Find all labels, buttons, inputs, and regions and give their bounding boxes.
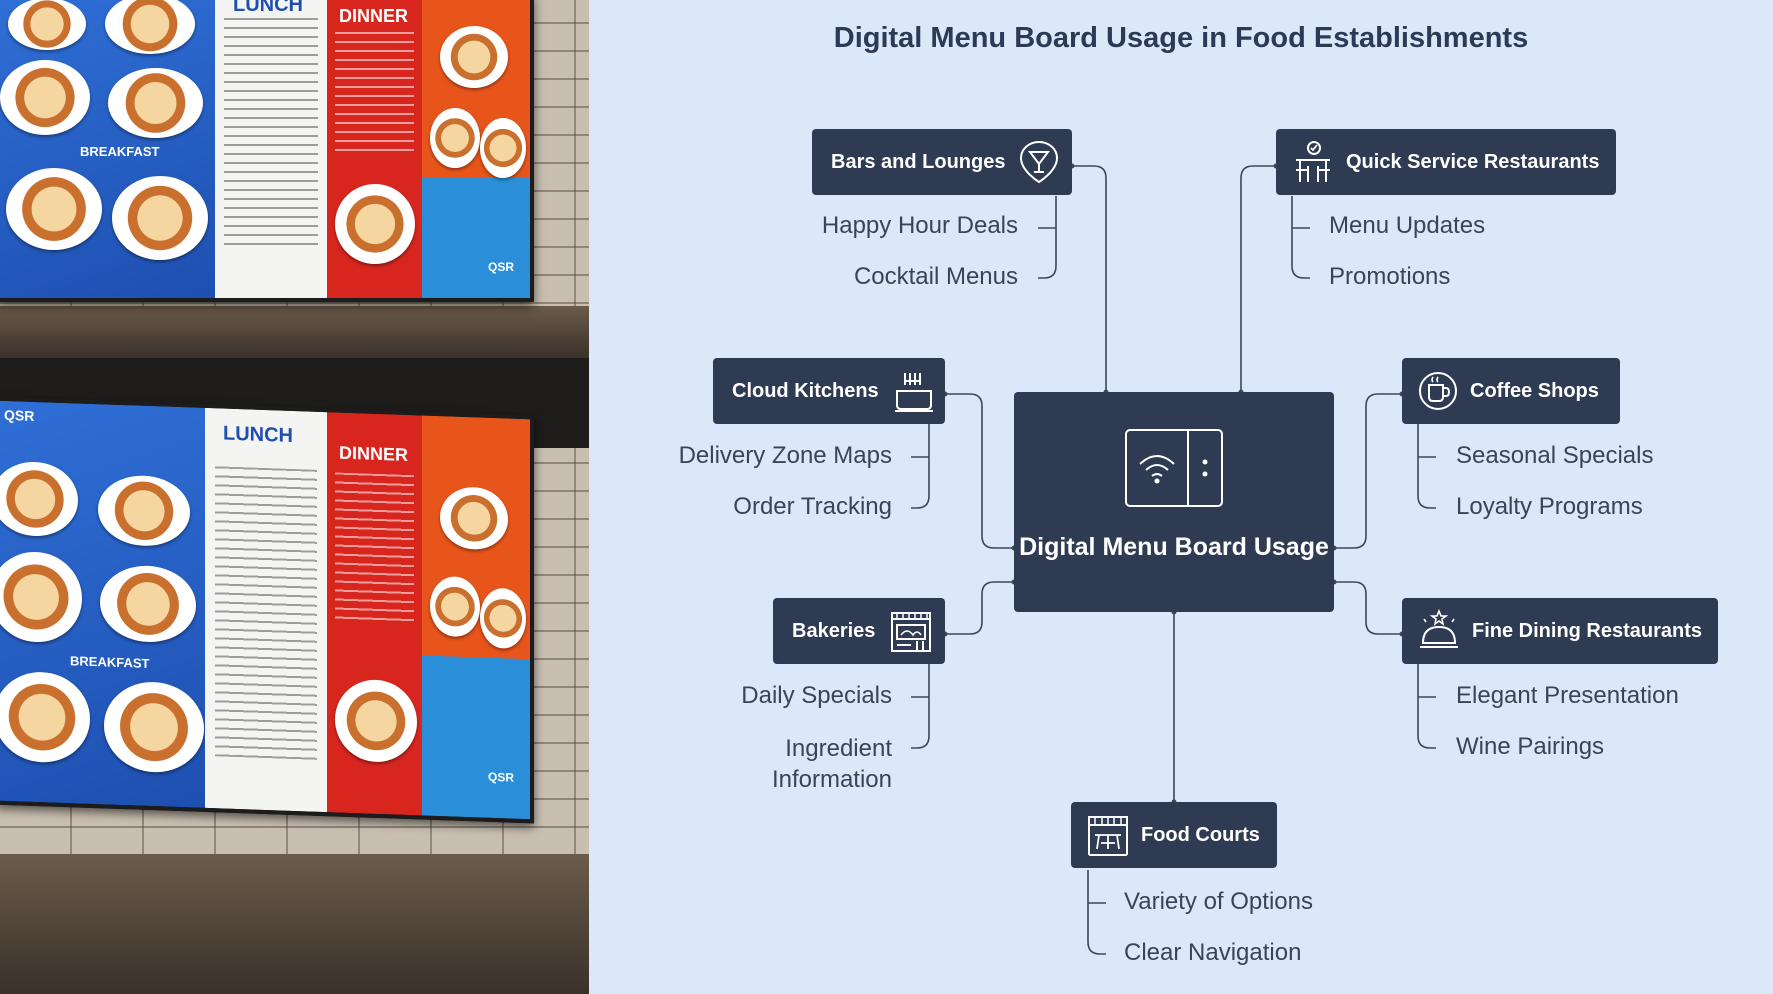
menu-board-photo-top: BREAKFAST LUNCH DINNER QSR [0, 0, 589, 358]
menu-board-screen: BREAKFAST LUNCH DINNER QSR [0, 0, 534, 302]
bracket-cloud [911, 424, 930, 509]
page-title: Digital Menu Board Usage in Food Establi… [833, 22, 1529, 54]
node-fine-dining-restaurants[interactable]: Fine Dining Restaurants [1402, 598, 1718, 664]
list-item: Seasonal Specials [1456, 442, 1654, 469]
node-quick-service-restaurants[interactable]: Quick Service Restaurants [1276, 129, 1616, 195]
breakfast-label: BREAKFAST [80, 144, 160, 159]
connector-fine [1334, 581, 1402, 635]
list-item: Loyalty Programs [1456, 493, 1643, 520]
central-topic-node: Digital Menu Board Usage [1014, 392, 1334, 612]
service-counter-icon [1296, 141, 1330, 182]
cocktail-icon [1020, 140, 1059, 184]
node-label: Quick Service Restaurants [1346, 150, 1600, 173]
list-item: Menu Updates [1329, 212, 1486, 239]
node-bakeries[interactable]: Bakeries [773, 598, 945, 664]
bracket-food-courts [1087, 870, 1106, 955]
connector-coffee [1334, 393, 1402, 549]
bracket-fine [1417, 664, 1436, 749]
bracket-bakeries [911, 664, 930, 749]
lunch-label: LUNCH [233, 0, 303, 16]
central-topic-label: Digital Menu Board Usage [1019, 533, 1329, 561]
menu-board-photo-bottom: QSR BREAKFAST LUNCH DINNER [0, 358, 589, 994]
node-cloud-kitchens[interactable]: Cloud Kitchens [713, 358, 945, 424]
list-item: Elegant Presentation [1456, 682, 1679, 709]
list-item: Promotions [1329, 263, 1451, 290]
node-coffee-shops[interactable]: Coffee Shops [1402, 358, 1620, 424]
node-label: Coffee Shops [1470, 379, 1599, 402]
list-item: Daily Specials [741, 682, 892, 709]
node-label: Fine Dining Restaurants [1472, 619, 1703, 642]
menu-board-photo: BREAKFAST LUNCH DINNER QSR [0, 0, 589, 994]
connector-cloud [945, 393, 1014, 549]
qsr-brand-label: QSR [488, 260, 515, 274]
bakery-storefront-icon [891, 612, 932, 652]
coffee-cup-icon [1419, 372, 1457, 410]
node-bars-and-lounges[interactable]: Bars and Lounges [812, 129, 1072, 195]
bracket-qsr [1291, 196, 1310, 279]
cloche-icon [1420, 609, 1458, 648]
list-item: Wine Pairings [1456, 733, 1605, 760]
dinner-label: DINNER [339, 6, 409, 26]
connector-qsr [1240, 165, 1276, 392]
list-item: Clear Navigation [1124, 939, 1302, 966]
list-item: Delivery Zone Maps [678, 442, 892, 469]
node-label: Bakeries [792, 619, 876, 642]
node-label: Cloud Kitchens [732, 379, 879, 402]
connector-bakeries [945, 581, 1014, 635]
cooking-pot-icon [894, 373, 933, 412]
food-court-icon [1088, 816, 1128, 856]
node-label: Food Courts [1141, 823, 1260, 846]
list-item: Ingredient Information [771, 735, 892, 793]
node-food-courts[interactable]: Food Courts [1071, 802, 1277, 868]
bracket-bars [1038, 196, 1057, 279]
list-item: Happy Hour Deals [821, 212, 1018, 239]
digital-menu-board-icon [1125, 429, 1223, 507]
list-item: Cocktail Menus [853, 263, 1018, 290]
list-item: Variety of Options [1124, 888, 1313, 915]
connector-bars [1072, 165, 1107, 392]
node-label: Bars and Lounges [831, 150, 1006, 173]
bracket-coffee [1417, 424, 1436, 509]
list-item: Order Tracking [733, 493, 892, 520]
